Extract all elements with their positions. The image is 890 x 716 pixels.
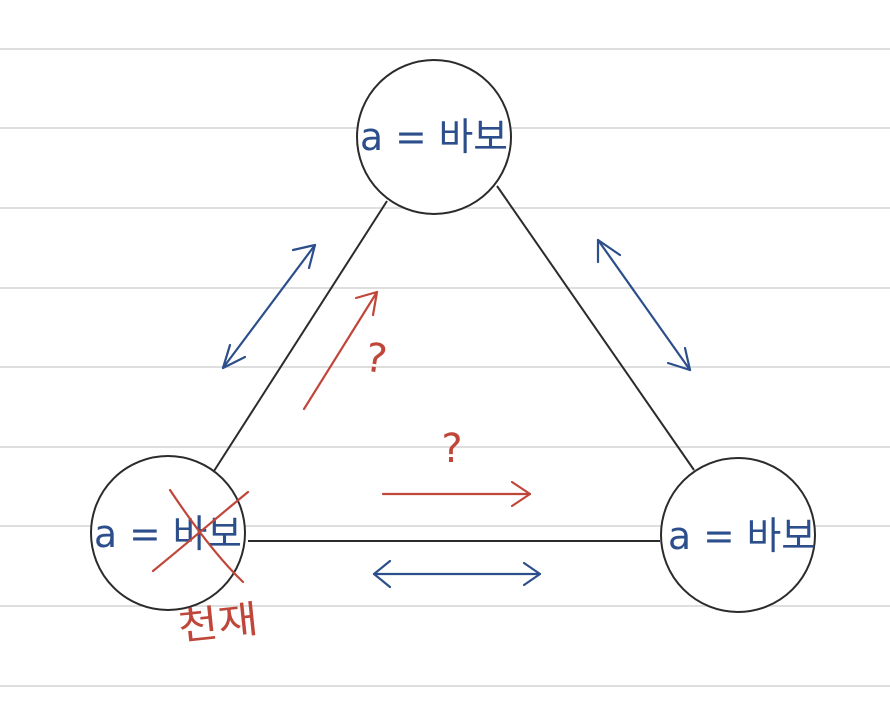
blue-double-arrow-top-left — [221, 243, 317, 370]
node-top-label: a = 바보 — [360, 115, 508, 159]
node-left: a = 바보 — [90, 455, 246, 611]
edge-top-right — [496, 185, 695, 471]
node-right-label: a = 바보 — [668, 514, 816, 558]
red-arrow-left-to-top — [302, 290, 379, 411]
question-mark-diagonal: ? — [362, 335, 389, 384]
node-left-correction: 천재 — [176, 597, 260, 649]
node-top: a = 바보 — [356, 59, 512, 215]
edge-top-left — [213, 200, 388, 472]
red-arrow-left-to-right — [381, 480, 532, 508]
blue-double-arrow-top-right — [596, 238, 692, 372]
node-left-label: a = 바보 — [94, 512, 242, 556]
node-right: a = 바보 — [660, 457, 816, 613]
question-mark-horizontal: ? — [441, 426, 462, 472]
crossout-mark — [151, 488, 250, 584]
blue-double-arrow-bottom — [372, 559, 542, 589]
